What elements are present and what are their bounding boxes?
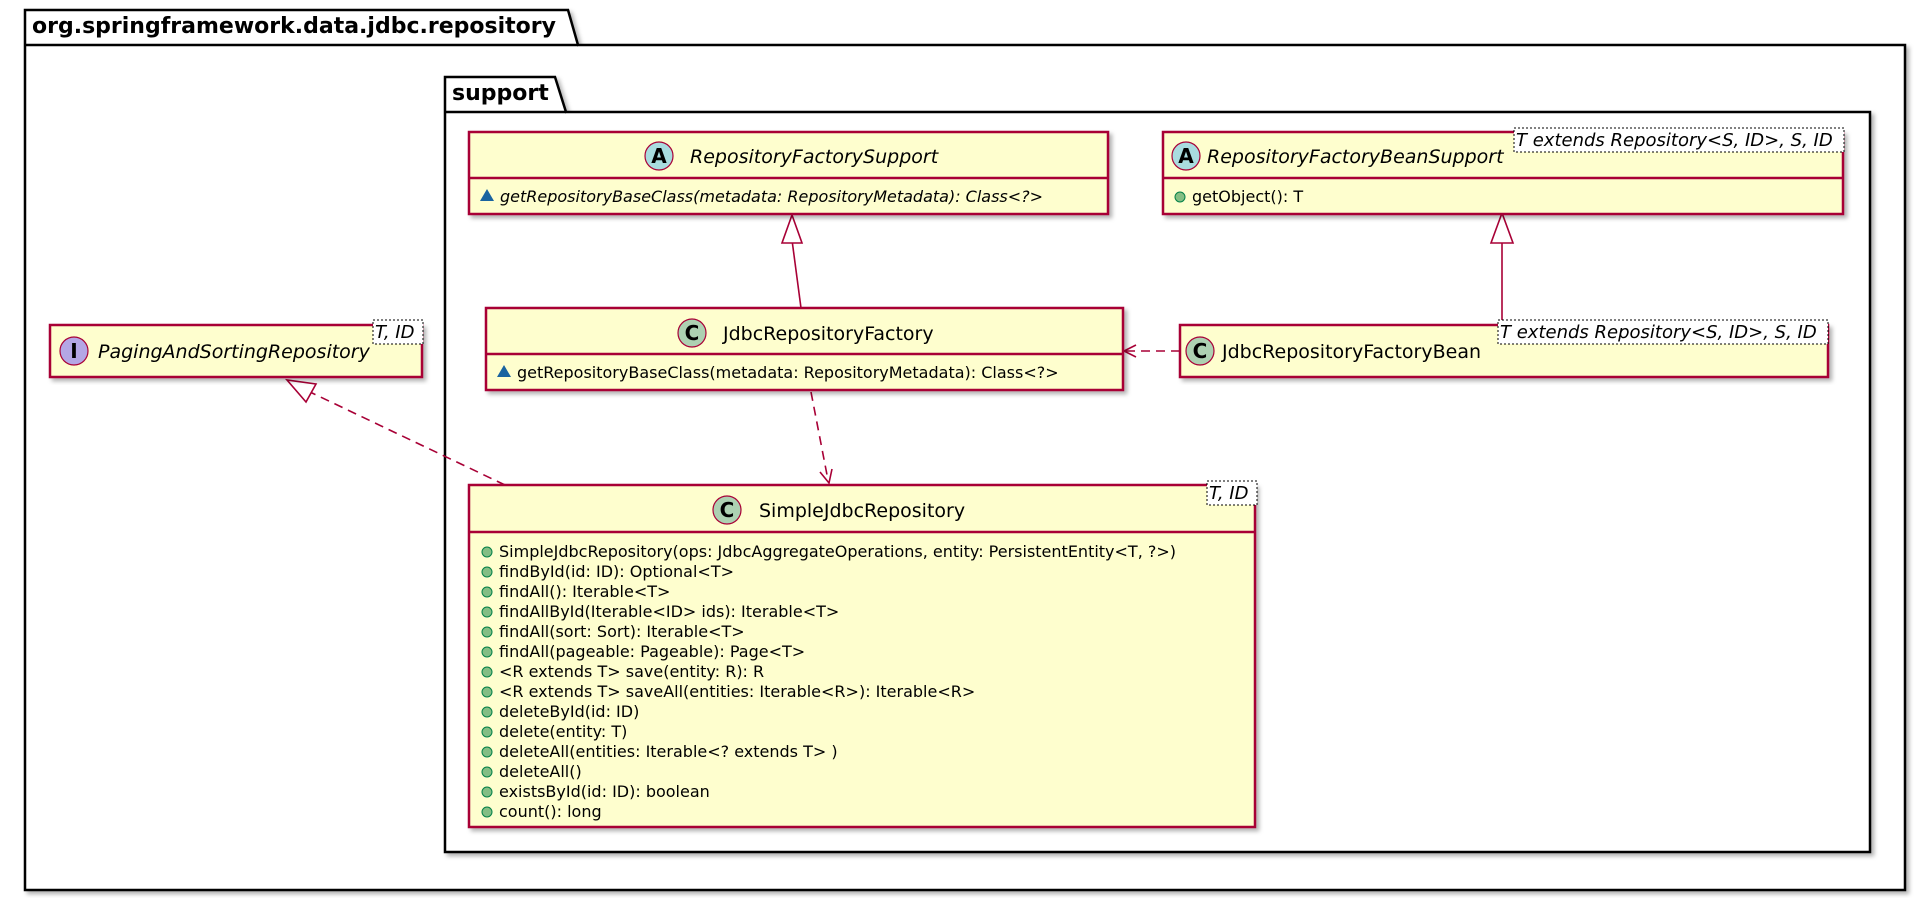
member: <R extends T> save(entity: R): R xyxy=(499,662,764,681)
member: findById(id: ID): Optional<T> xyxy=(499,562,734,581)
member: getObject(): T xyxy=(1192,187,1303,206)
generic-params: T, ID xyxy=(1209,483,1248,504)
member: deleteById(id: ID) xyxy=(499,702,639,721)
class-badge-icon: C xyxy=(1185,336,1215,366)
class-jdbc-repository-factory[interactable]: C JdbcRepositoryFactory getRepositoryBas… xyxy=(484,306,1125,392)
generic-params: T extends Repository<S, ID>, S, ID xyxy=(1516,130,1833,151)
generic-box xyxy=(1497,319,1829,345)
public-visibility-icon xyxy=(481,546,493,558)
class-jdbc-repository-factory-bean[interactable]: C JdbcRepositoryFactoryBean T extends Re… xyxy=(1178,319,1830,379)
package-outer-name: org.springframework.data.jdbc.repository xyxy=(32,14,556,39)
public-visibility-icon xyxy=(481,626,493,638)
member: deleteAll(entities: Iterable<? extends T… xyxy=(499,742,838,761)
public-visibility-icon xyxy=(481,726,493,738)
relation-simple-implements-paging xyxy=(285,378,506,486)
svg-text:C: C xyxy=(720,498,735,522)
generic-box xyxy=(372,319,424,345)
class-name: PagingAndSortingRepository xyxy=(98,341,371,363)
relation-jdbc-factory-bean-extends xyxy=(1489,210,1515,325)
member: delete(entity: T) xyxy=(499,722,627,741)
member: findAll(pageable: Pageable): Page<T> xyxy=(499,642,805,661)
svg-text:I: I xyxy=(70,339,77,363)
member: existsById(id: ID): boolean xyxy=(499,782,710,801)
public-visibility-icon xyxy=(481,706,493,718)
generic-params: T, ID xyxy=(375,322,414,343)
class-name: RepositoryFactoryBeanSupport xyxy=(1207,146,1505,168)
class-badge-icon: C xyxy=(712,495,742,525)
public-visibility-icon xyxy=(481,766,493,778)
generic-box xyxy=(1206,480,1258,506)
relation-jdbc-factory-extends xyxy=(780,212,804,309)
public-visibility-icon xyxy=(481,646,493,658)
package-visibility-icon xyxy=(497,365,511,377)
generic-box xyxy=(1513,127,1845,153)
abstract-badge-icon: A xyxy=(644,141,674,171)
relation-factory-creates-simple xyxy=(810,391,833,485)
public-visibility-icon xyxy=(481,686,493,698)
class-name: JdbcRepositoryFactory xyxy=(722,323,934,345)
package-support-name: support xyxy=(452,81,549,106)
member-list: SimpleJdbcRepository(ops: JdbcAggregateO… xyxy=(481,542,1176,821)
member: findAllById(Iterable<ID> ids): Iterable<… xyxy=(499,602,839,621)
class-repository-factory-support[interactable]: A RepositoryFactorySupport getRepository… xyxy=(467,130,1110,216)
public-visibility-icon xyxy=(1174,191,1186,203)
member: <R extends T> saveAll(entities: Iterable… xyxy=(499,682,975,701)
abstract-badge-icon: A xyxy=(1171,141,1201,171)
svg-text:A: A xyxy=(1178,144,1194,168)
interface-badge-icon: I xyxy=(59,336,89,366)
interface-paging-and-sorting-repository[interactable]: I PagingAndSortingRepository T, ID xyxy=(48,319,424,379)
public-visibility-icon xyxy=(481,586,493,598)
class-name: JdbcRepositoryFactoryBean xyxy=(1221,341,1481,363)
member: getRepositoryBaseClass(metadata: Reposit… xyxy=(500,187,1043,206)
public-visibility-icon xyxy=(481,786,493,798)
svg-text:C: C xyxy=(685,321,700,345)
public-visibility-icon xyxy=(481,806,493,818)
class-badge-icon: C xyxy=(677,318,707,348)
member: findAll(sort: Sort): Iterable<T> xyxy=(499,622,745,641)
class-repository-factory-bean-support[interactable]: A RepositoryFactoryBeanSupport T extends… xyxy=(1161,127,1845,216)
package-visibility-icon xyxy=(480,189,494,201)
member: SimpleJdbcRepository(ops: JdbcAggregateO… xyxy=(499,542,1176,561)
svg-text:A: A xyxy=(651,144,667,168)
public-visibility-icon xyxy=(481,746,493,758)
public-visibility-icon xyxy=(481,606,493,618)
member: getRepositoryBaseClass(metadata: Reposit… xyxy=(517,363,1059,382)
member: count(): long xyxy=(499,802,602,821)
public-visibility-icon xyxy=(481,566,493,578)
member: deleteAll() xyxy=(499,762,582,781)
class-name: RepositoryFactorySupport xyxy=(690,146,940,168)
member: findAll(): Iterable<T> xyxy=(499,582,670,601)
class-simple-jdbc-repository[interactable]: C SimpleJdbcRepository T, ID SimpleJdbcR… xyxy=(467,480,1258,829)
svg-text:C: C xyxy=(1193,339,1208,363)
public-visibility-icon xyxy=(481,666,493,678)
class-name: SimpleJdbcRepository xyxy=(759,500,965,522)
generic-params: T extends Repository<S, ID>, S, ID xyxy=(1500,322,1817,343)
